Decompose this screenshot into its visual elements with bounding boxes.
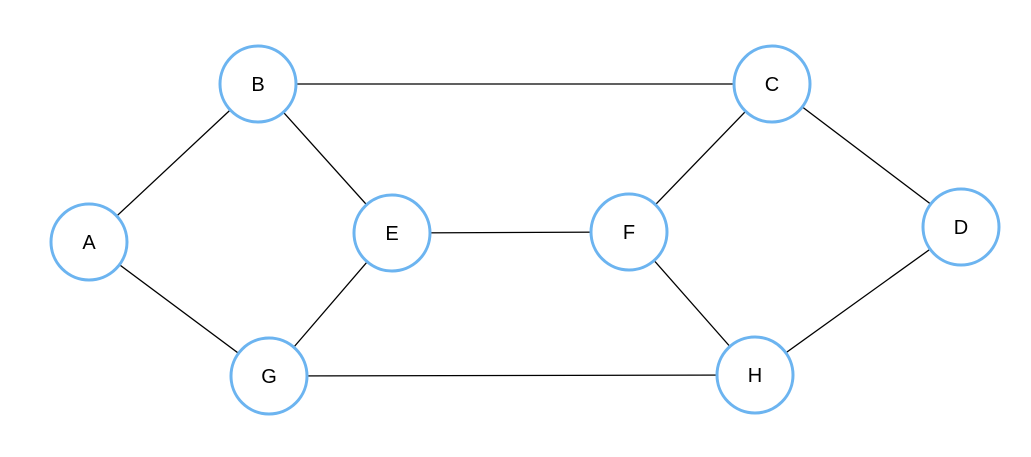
node-b-label: B <box>251 74 264 96</box>
node-f-label: F <box>623 222 635 244</box>
node-d-label: D <box>954 217 968 239</box>
node-a: A <box>49 202 129 282</box>
edge-h-d <box>754 226 962 376</box>
node-a-label: A <box>82 232 96 254</box>
node-b-circle <box>218 44 298 124</box>
node-c-circle <box>732 44 812 124</box>
node-h-circle <box>715 335 795 415</box>
node-f: F <box>589 192 669 272</box>
node-e: E <box>352 193 432 273</box>
nodes-layer: A B C D E F G H <box>49 44 1001 416</box>
node-e-circle <box>352 193 432 273</box>
node-g-circle <box>229 336 309 416</box>
node-h-label: H <box>748 365 762 387</box>
node-h: H <box>715 335 795 415</box>
edges-layer <box>88 83 962 377</box>
edge-g-h <box>268 374 756 377</box>
node-e-label: E <box>385 223 398 245</box>
node-g-label: G <box>261 366 277 388</box>
node-f-circle <box>589 192 669 272</box>
node-b: B <box>218 44 298 124</box>
edge-e-f <box>391 231 630 234</box>
node-g: G <box>229 336 309 416</box>
node-a-circle <box>49 202 129 282</box>
edge-c-d <box>771 83 962 228</box>
node-d-circle <box>921 187 1001 267</box>
node-c-label: C <box>765 74 779 96</box>
node-d: D <box>921 187 1001 267</box>
node-c: C <box>732 44 812 124</box>
